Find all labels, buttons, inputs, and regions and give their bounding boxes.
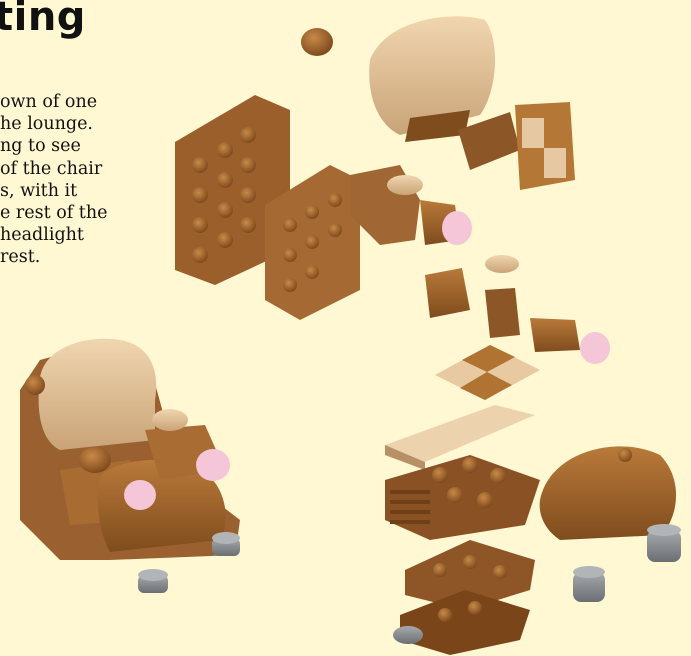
exploded-parts (175, 16, 681, 655)
assembled-chair (20, 339, 240, 593)
